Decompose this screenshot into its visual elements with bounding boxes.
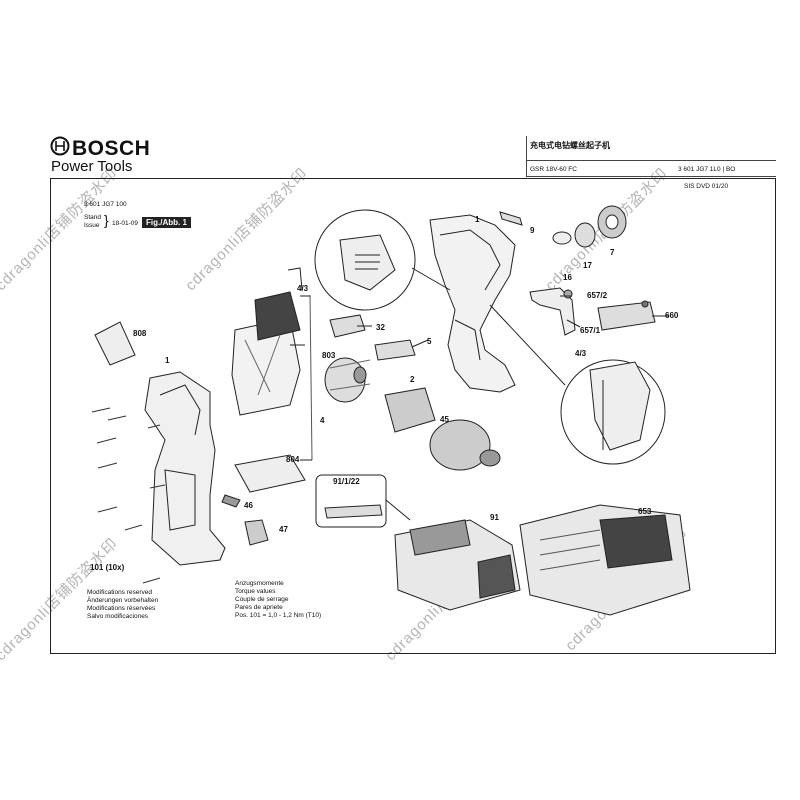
document-number: 3 601 JG7 100 xyxy=(84,201,127,208)
callout-1: 1 xyxy=(165,356,170,365)
modifications-notes: Modifications reserved Änderungen vorbeh… xyxy=(87,589,159,620)
callout-16: 16 xyxy=(563,273,572,282)
callout-1: 1 xyxy=(475,215,480,224)
callout-91-1-22: 91/1/22 xyxy=(333,477,360,486)
callout-45: 45 xyxy=(440,415,449,424)
part-number: 3 601 JG7 1L0 | BO xyxy=(678,166,736,173)
callout-91: 91 xyxy=(490,513,499,522)
header-divider xyxy=(526,176,776,177)
callout-5: 5 xyxy=(427,337,432,346)
callout-101: 101 (10x) xyxy=(90,563,125,572)
stand-label: Stand xyxy=(84,214,101,221)
callout-7: 7 xyxy=(610,248,615,257)
header-divider xyxy=(526,136,527,176)
header-divider xyxy=(526,160,776,161)
callout-804: 804 xyxy=(286,455,300,464)
brand-subtitle: Power Tools xyxy=(51,158,133,175)
callout-46: 46 xyxy=(244,501,253,510)
callout-657-1: 657/1 xyxy=(580,326,601,335)
issue-date: 18-01-09 xyxy=(112,220,139,227)
callout-4-3: 4/3 xyxy=(575,349,587,358)
callout-653: 653 xyxy=(638,507,652,516)
callout-660: 660 xyxy=(665,311,679,320)
callout-2: 2 xyxy=(410,375,415,384)
brace-icon: } xyxy=(104,212,109,228)
bosch-logo-icon xyxy=(50,136,70,161)
housing-half-top xyxy=(429,214,516,393)
diagram-frame xyxy=(50,178,776,654)
callout-47: 47 xyxy=(279,525,288,534)
issue-label: Issue xyxy=(84,222,100,229)
model-name: GSR 18V-60 FC xyxy=(530,166,577,173)
callout-32: 32 xyxy=(376,323,385,332)
torque-notes: Anzugsmomente Torque values Couple de se… xyxy=(235,580,322,619)
callout-4-3: 4/3 xyxy=(297,284,309,293)
callout-9: 9 xyxy=(530,226,535,235)
product-title: 充电式电钻螺丝起子机 xyxy=(530,141,610,150)
callout-657-2: 657/2 xyxy=(587,291,608,300)
callout-4: 4 xyxy=(320,416,325,425)
callout-803: 803 xyxy=(322,351,336,360)
figure-label: Fig./Abb. 1 xyxy=(142,217,191,228)
callout-808: 808 xyxy=(133,329,147,338)
callout-17: 17 xyxy=(583,261,592,270)
brand-name: BOSCH xyxy=(72,137,151,160)
sis-version: SIS DVD 01/20 xyxy=(684,183,729,190)
